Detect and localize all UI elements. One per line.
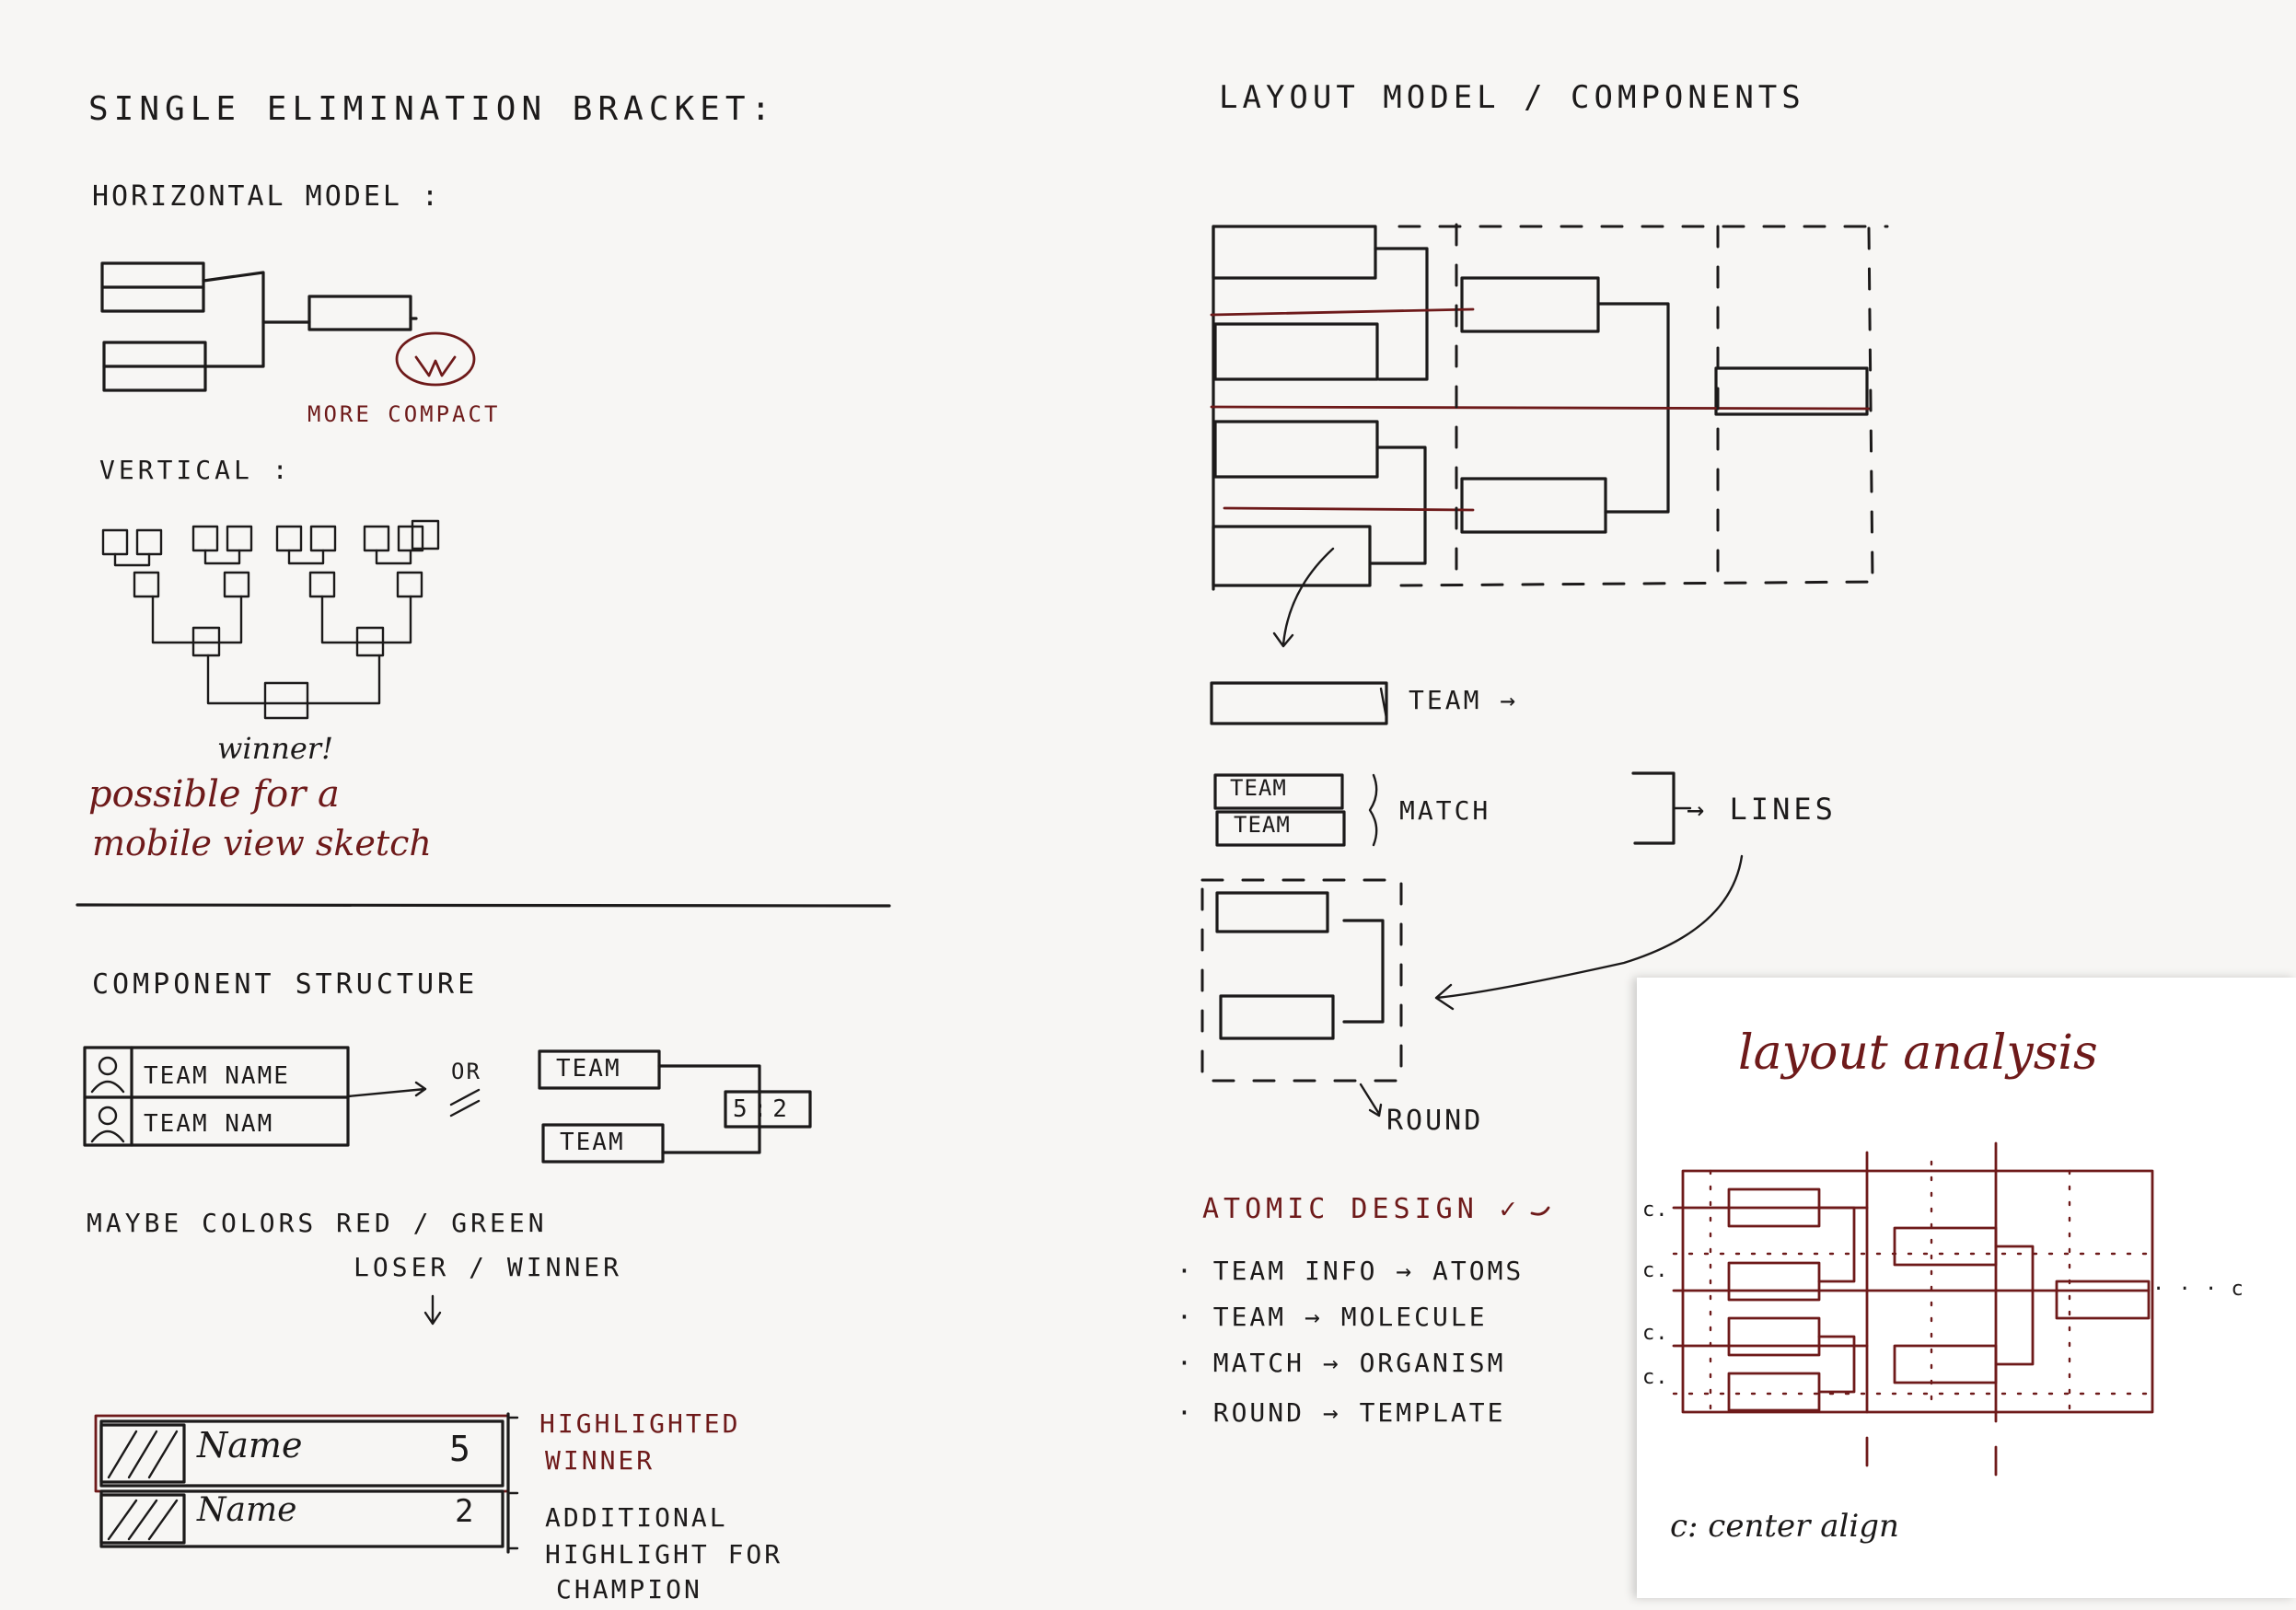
lines-component-sketch xyxy=(1434,771,1744,1011)
colors-note-line-1: MAYBE COLORS RED / GREEN xyxy=(87,1208,548,1238)
vertical-bracket-sketch xyxy=(101,519,440,720)
match-with-score-sketch xyxy=(538,1049,812,1164)
layout-model-title: LAYOUT MODEL / COMPONENTS xyxy=(1219,79,1805,116)
match-team-1-label: TEAM xyxy=(1230,775,1287,801)
center-marker-3: c. xyxy=(1642,1322,1669,1345)
layout-analysis-title: layout analysis xyxy=(1738,1025,2098,1081)
loser-row-name: Name xyxy=(197,1491,297,1529)
team-name-2: TEAM NAM xyxy=(144,1110,274,1138)
down-arrow xyxy=(423,1294,442,1326)
layout-model-bracket xyxy=(1210,223,1889,648)
or-label: OR xyxy=(451,1059,481,1084)
winner-row-name: Name xyxy=(197,1425,303,1465)
colors-note-line-2: LOSER / WINNER xyxy=(354,1252,623,1282)
team-a-label: TEAM xyxy=(556,1055,621,1083)
lines-label: → LINES xyxy=(1687,792,1837,827)
atomic-item-organism: · MATCH → ORGANISM xyxy=(1177,1348,1506,1378)
winner-label: winner! xyxy=(217,731,333,766)
mobile-note-line-2: mobile view sketch xyxy=(92,823,432,863)
atomic-item-atoms: · TEAM INFO → ATOMS xyxy=(1177,1256,1525,1286)
atomic-item-molecule: · TEAM → MOLECULE xyxy=(1177,1302,1488,1332)
horizontal-model-label: HORIZONTAL MODEL : xyxy=(92,180,442,213)
highlighted-note-line-1: HIGHLIGHTED xyxy=(539,1408,741,1439)
layout-analysis-note: layout analysis c. c. c. c. · · · c c: c… xyxy=(1637,978,2296,1598)
additional-note-line-3: CHAMPION xyxy=(556,1574,702,1604)
highlighted-match-sketch xyxy=(94,1412,519,1554)
team-arrow-label: TEAM → xyxy=(1409,685,1519,715)
section-divider xyxy=(75,903,891,908)
highlighted-note-line-2: WINNER xyxy=(545,1445,655,1476)
layout-analysis-drawing xyxy=(1672,1141,2154,1477)
loser-row-score: 2 xyxy=(455,1493,474,1530)
score-label: 5:2 xyxy=(733,1095,793,1123)
match-team-2-label: TEAM xyxy=(1234,812,1291,838)
trophy-icon xyxy=(395,331,476,387)
match-component-sketch xyxy=(1213,773,1378,847)
winner-row-score: 5 xyxy=(449,1429,470,1469)
atomic-design-title: ATOMIC DESIGN ✓ xyxy=(1202,1193,1521,1225)
team-list-sketch xyxy=(83,1046,481,1147)
additional-note-line-1: ADDITIONAL xyxy=(545,1502,728,1533)
team-component-sketch xyxy=(1210,681,1388,725)
horizontal-bracket-sketch xyxy=(100,261,418,392)
component-structure-label: COMPONENT STRUCTURE xyxy=(92,968,479,1001)
atomic-check-mark xyxy=(1530,1206,1550,1216)
match-label: MATCH xyxy=(1399,795,1491,826)
vertical-label: VERTICAL : xyxy=(99,455,292,485)
team-b-label: TEAM xyxy=(560,1129,625,1156)
more-compact-note: MORE COMPACT xyxy=(307,401,501,427)
center-marker-4: c. xyxy=(1642,1366,1669,1389)
center-marker-2: c. xyxy=(1642,1259,1669,1282)
sheet-title: SINGLE ELIMINATION BRACKET: xyxy=(88,90,777,128)
mobile-note-line-1: possible for a xyxy=(88,773,340,816)
center-marker-right: · · · c xyxy=(2152,1278,2244,1301)
round-component-sketch xyxy=(1200,878,1403,1118)
additional-note-line-2: HIGHLIGHT FOR xyxy=(545,1539,783,1569)
center-align-legend: c: center align xyxy=(1670,1508,1899,1545)
atomic-item-template: · ROUND → TEMPLATE xyxy=(1177,1397,1506,1428)
team-name-1: TEAM NAME xyxy=(144,1062,290,1090)
center-marker-1: c. xyxy=(1642,1199,1669,1222)
round-label: ROUND xyxy=(1386,1105,1484,1137)
